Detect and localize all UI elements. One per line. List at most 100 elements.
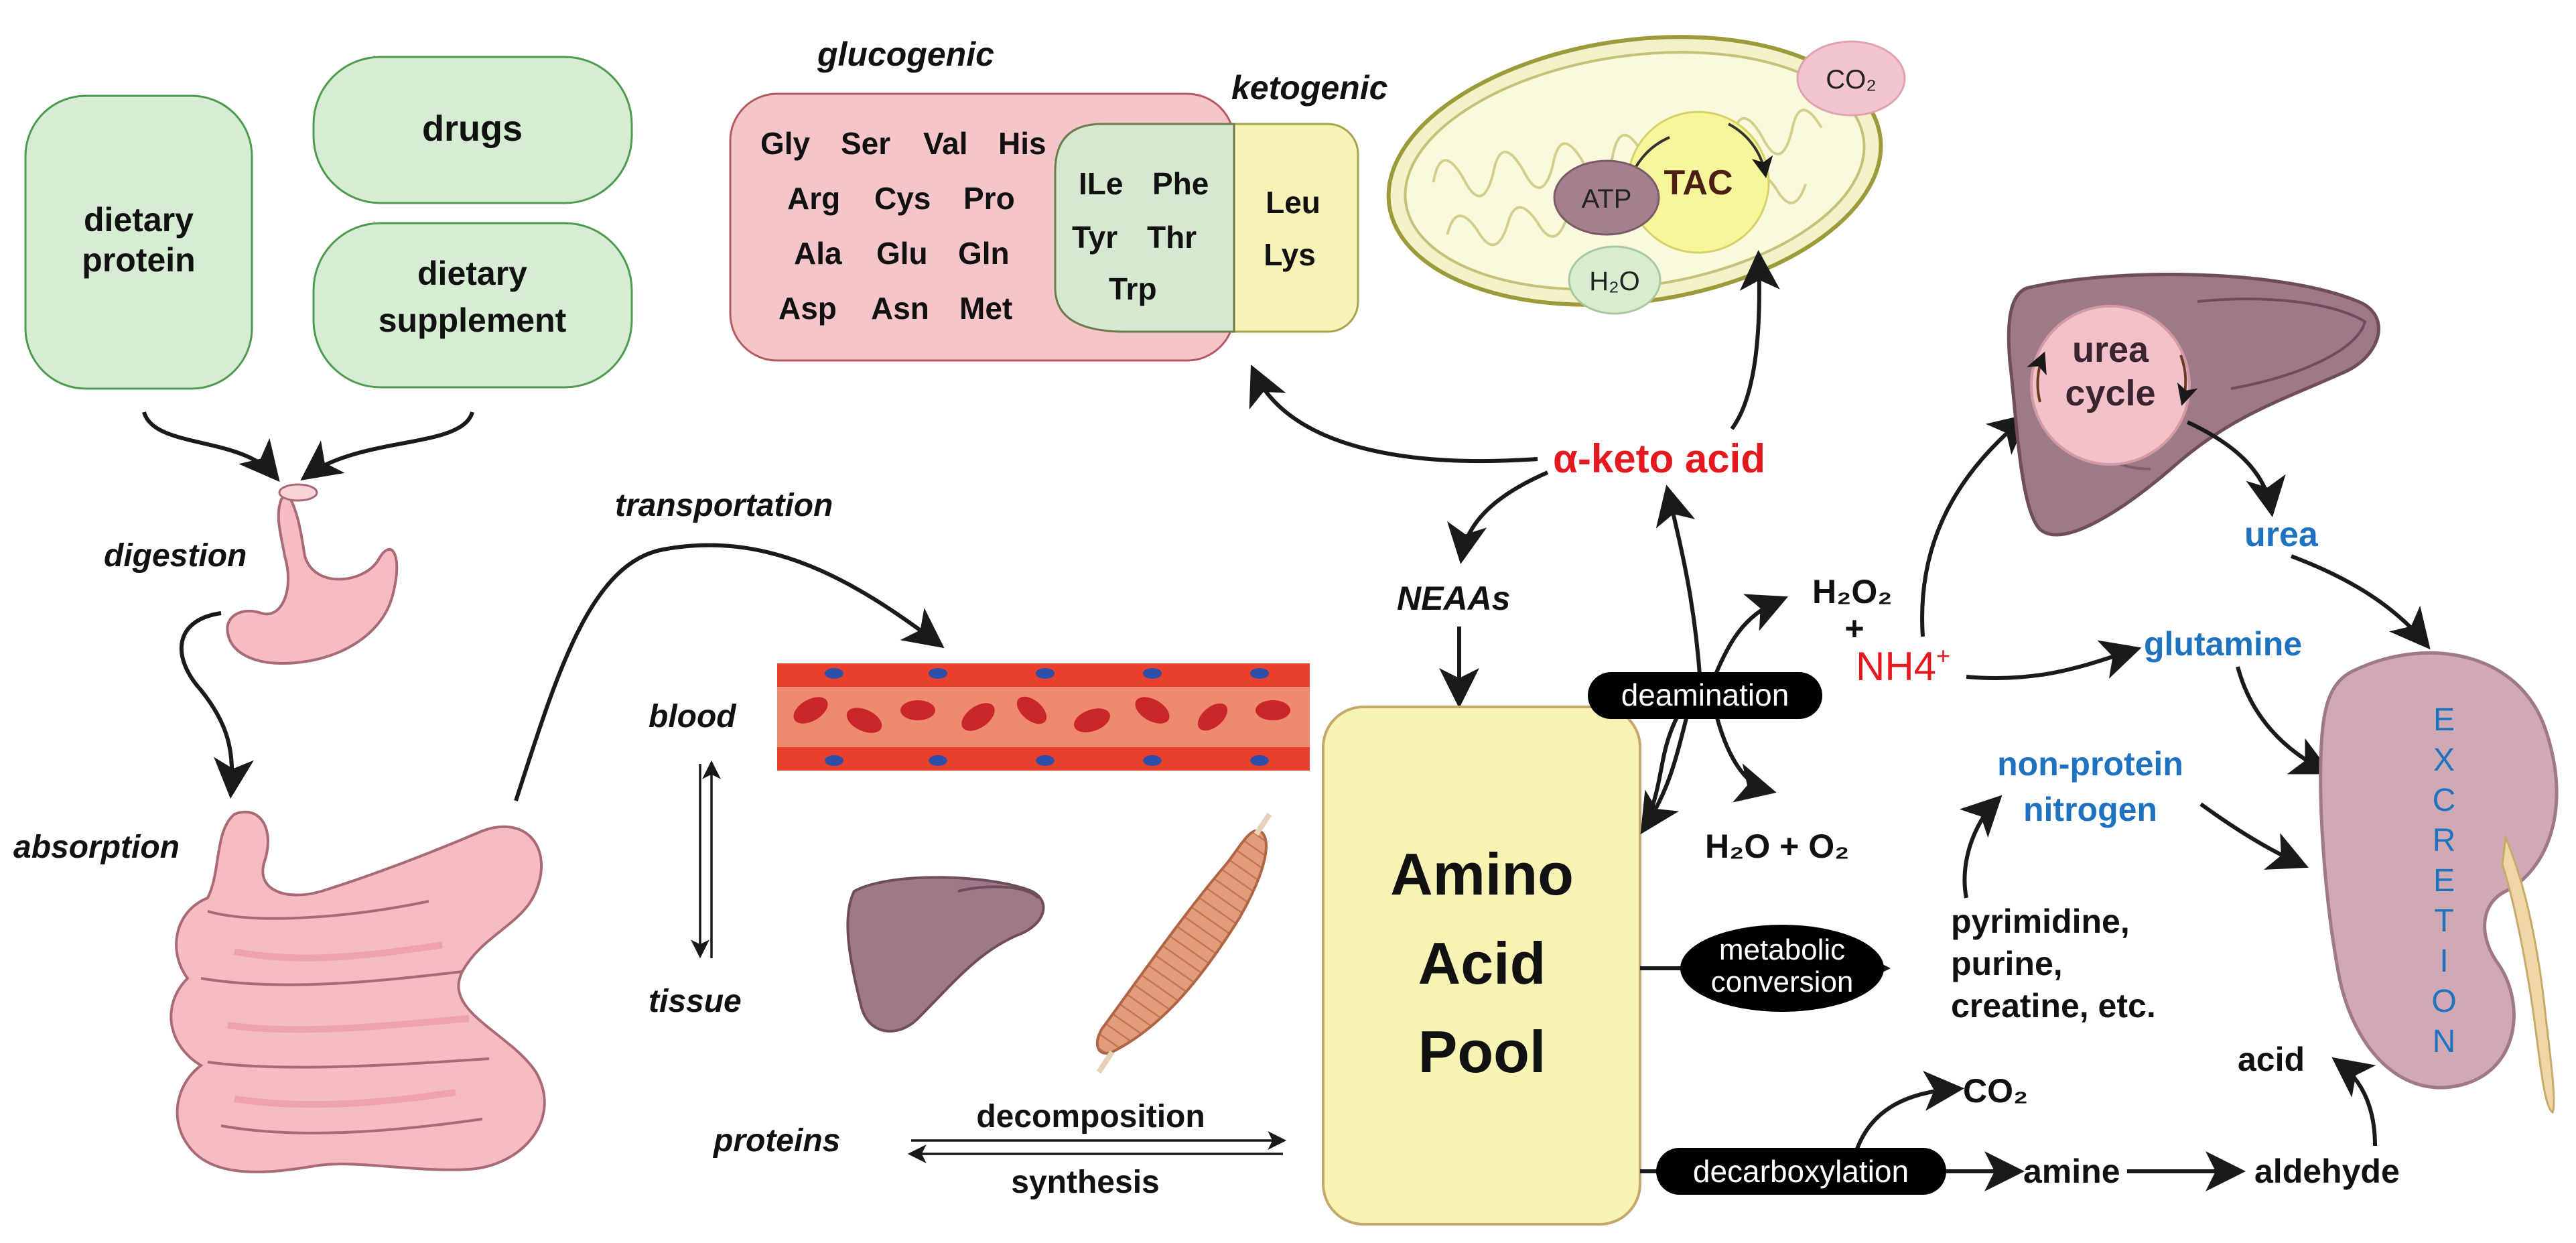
tissue-label: tissue <box>649 984 742 1019</box>
aa-his: His <box>998 126 1046 161</box>
arrow-keto-to-neaas <box>1446 470 1549 564</box>
muscle-icon <box>1095 812 1272 1074</box>
mitochondrion-icon: TAC ATP H₂O CO₂ <box>1386 35 1906 315</box>
aa-phe: Phe <box>1152 166 1209 201</box>
blood-tissue-arrows <box>691 760 721 959</box>
non-protein-nitrogen-label-2: nitrogen <box>2023 791 2157 828</box>
blood-label: blood <box>649 699 737 734</box>
co2-mito-label: CO₂ <box>1826 65 1877 94</box>
excretion-letter-3: C <box>2433 783 2456 818</box>
deamination-label: deamination <box>1621 677 1789 712</box>
aa-cys: Cys <box>874 181 931 216</box>
aa-leu: Leu <box>1266 185 1320 220</box>
excretion-letter-5: E <box>2433 863 2455 899</box>
atp-bubble <box>1553 159 1660 236</box>
nh4-label: NH4+ <box>1856 642 1950 689</box>
arrow-stomach-to-intestine <box>179 611 254 799</box>
aa-pro: Pro <box>963 181 1015 216</box>
metabolic-conversion-label-1: metabolic <box>1719 933 1845 966</box>
arrow-aldehyde-to-acid <box>2331 1057 2377 1147</box>
arrow-products-to-npn <box>1959 795 2003 899</box>
metabolic-conversion-badge: metabolic conversion <box>1680 925 1884 1012</box>
liver-icon <box>846 876 1045 1033</box>
neaas-label: NEAAs <box>1397 580 1510 617</box>
arrow-deamination-to-keto <box>1655 484 1702 684</box>
digestion-label: digestion <box>104 538 247 574</box>
aa-glu: Glu <box>876 236 928 271</box>
dietary-protein-label-2: protein <box>82 241 195 279</box>
arrow-decarboxylation-to-co2 <box>1854 1071 1964 1153</box>
arrow-nh4-to-glutamine <box>1966 640 2142 680</box>
liver-urea-cycle-icon: urea cycle <box>2007 273 2380 537</box>
decarboxylation-badge: decarboxylation <box>1656 1148 1946 1195</box>
stomach-icon <box>226 483 399 665</box>
pool-label-line1: Amino <box>1390 841 1574 907</box>
pool-label-line3: Pool <box>1418 1019 1546 1085</box>
arrow-nh4-to-urea-cycle <box>1920 413 2030 637</box>
aa-thr: Thr <box>1147 220 1197 255</box>
purine-label: purine, <box>1951 945 2063 982</box>
blood-vessel-icon <box>777 663 1310 771</box>
arrow-deamination-to-pool <box>1640 710 1690 835</box>
excretion-letter-6: T <box>2434 903 2453 939</box>
dietary-supplement-label-2: supplement <box>379 302 567 339</box>
aa-gly: Gly <box>760 126 811 161</box>
excretion-vertical-label: E X C R E T I O N <box>2431 702 2456 1059</box>
pyrimidine-label: pyrimidine, <box>1951 903 2130 940</box>
aa-ala: Ala <box>794 236 842 271</box>
decarboxylation-label: decarboxylation <box>1693 1154 1909 1189</box>
aa-asn: Asn <box>871 291 929 326</box>
aa-arg: Arg <box>787 181 840 216</box>
h2o2-label: H₂O₂ <box>1812 573 1892 610</box>
dietary-protein-box: dietary protein <box>24 94 253 390</box>
excretion-letter-7: I <box>2439 943 2448 979</box>
metabolic-conversion-label-2: conversion <box>1711 966 1854 998</box>
glucogenic-label: glucogenic <box>817 36 994 73</box>
aldehyde-label: aldehyde <box>2254 1153 2400 1190</box>
aa-val: Val <box>923 126 968 161</box>
arrow-deamination-to-h2o-o2 <box>1713 710 1777 803</box>
aa-lys: Lys <box>1264 237 1316 272</box>
acid-label: acid <box>2238 1041 2305 1078</box>
intestine-icon <box>170 810 546 1173</box>
overlap-amino-acids: ILe Phe Tyr Thr Trp <box>1072 166 1209 306</box>
h2o-mito-label: H₂O <box>1589 267 1640 296</box>
non-protein-nitrogen-label-1: non-protein <box>1997 745 2183 783</box>
drugs-label: drugs <box>422 109 523 149</box>
aa-gln: Gln <box>958 236 1010 271</box>
absorption-label: absorption <box>13 830 180 865</box>
dietary-supplement-box: dietary supplement <box>312 222 633 389</box>
kidney-icon <box>2319 651 2559 1114</box>
creatine-label: creatine, etc. <box>1951 987 2156 1025</box>
atp-label: ATP <box>1582 184 1632 214</box>
arrow-glutamine-to-kidney <box>2236 666 2332 775</box>
transportation-label: transportation <box>615 488 833 523</box>
decomposition-label: decomposition <box>976 1099 1205 1134</box>
arrow-urea-to-kidney <box>2290 554 2431 650</box>
urea-cycle-label-1: urea <box>2072 330 2149 370</box>
aa-ile: ILe <box>1079 166 1123 201</box>
arrow-urea-cycle-to-urea <box>2186 420 2286 517</box>
co2-bubble <box>1796 40 1906 117</box>
dietary-supplement-label-1: dietary <box>417 255 527 292</box>
aa-tyr: Tyr <box>1072 220 1117 255</box>
excretion-letter-8: O <box>2431 984 2456 1019</box>
arrow-supplement-to-stomach <box>300 411 474 481</box>
excretion-letter-4: R <box>2433 823 2456 858</box>
overlap-box <box>1054 123 1235 333</box>
arrow-npn-to-kidney <box>2199 802 2309 870</box>
excretion-letter-1: E <box>2433 702 2455 738</box>
proteins-label: proteins <box>712 1123 840 1159</box>
excretion-letter-2: X <box>2433 742 2455 778</box>
deamination-badge: deamination <box>1588 672 1822 719</box>
drugs-box: drugs <box>312 56 633 204</box>
glutamine-label: glutamine <box>2144 625 2302 663</box>
alpha-keto-acid-label: α-keto acid <box>1553 436 1765 481</box>
arrow-keto-to-tac <box>1730 250 1780 430</box>
plus-label: + <box>1844 610 1864 647</box>
ketogenic-amino-acids: Leu Lys <box>1264 185 1320 272</box>
amino-acid-pool-box <box>1322 706 1641 1226</box>
aa-met: Met <box>959 291 1012 326</box>
